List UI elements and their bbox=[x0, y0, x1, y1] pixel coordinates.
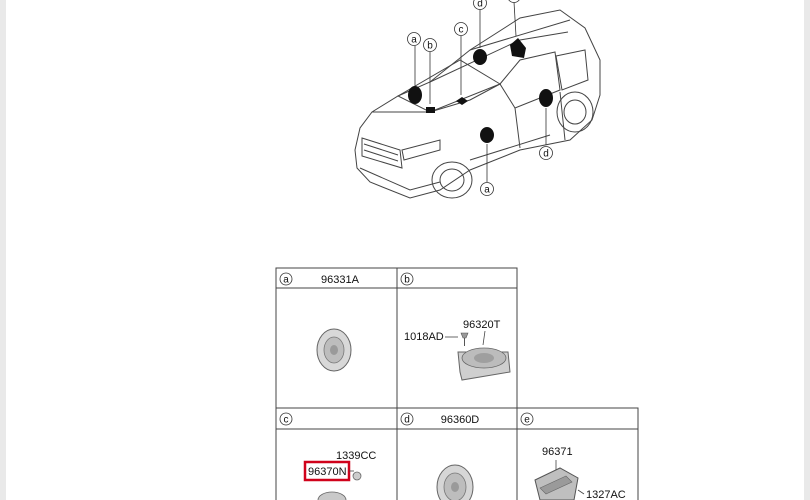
cell-a-letter: a bbox=[283, 275, 289, 286]
callout-leaders bbox=[414, 1, 547, 182]
callout-a-bottom: a bbox=[484, 185, 490, 196]
right-frame-edge bbox=[804, 0, 810, 500]
part-96370N: 96370N bbox=[308, 466, 347, 478]
part-1018AD: 1018AD bbox=[404, 331, 444, 343]
part-1327AC: 1327AC bbox=[586, 489, 626, 500]
parts-table bbox=[275, 267, 639, 500]
tweeter-b-illustration bbox=[445, 330, 511, 381]
cell-letters: a b c d e bbox=[283, 275, 530, 426]
car-illustration bbox=[354, 9, 601, 199]
cell-letter-circles bbox=[279, 272, 534, 426]
callout-e-top: e bbox=[511, 0, 517, 3]
speaker-a-illustration bbox=[316, 328, 352, 372]
amplifier-e-illustration bbox=[534, 460, 585, 500]
callout-circles bbox=[407, 0, 553, 196]
part-96320T: 96320T bbox=[463, 319, 501, 331]
speaker-c-illustration bbox=[317, 470, 362, 500]
cell-b-letter: b bbox=[404, 275, 410, 286]
callout-d-top: d bbox=[477, 0, 483, 10]
cell-d-code: 96360D bbox=[441, 414, 480, 426]
speaker-markers bbox=[408, 38, 553, 143]
callout-b-top: b bbox=[427, 41, 433, 52]
part-96371: 96371 bbox=[542, 446, 573, 458]
cell-a-code: 96331A bbox=[321, 274, 360, 286]
callout-c-top: c bbox=[459, 25, 464, 36]
callout-d-side: d bbox=[543, 149, 549, 160]
left-frame-edge bbox=[0, 0, 6, 500]
cell-d-letter: d bbox=[404, 415, 410, 426]
cell-c-letter: c bbox=[284, 415, 289, 426]
speaker-d-illustration bbox=[436, 464, 474, 500]
callout-letters: a b c d e d a bbox=[411, 0, 549, 196]
cell-e-letter: e bbox=[524, 415, 530, 426]
callout-a-top: a bbox=[411, 35, 417, 46]
part-1339CC: 1339CC bbox=[336, 450, 376, 462]
